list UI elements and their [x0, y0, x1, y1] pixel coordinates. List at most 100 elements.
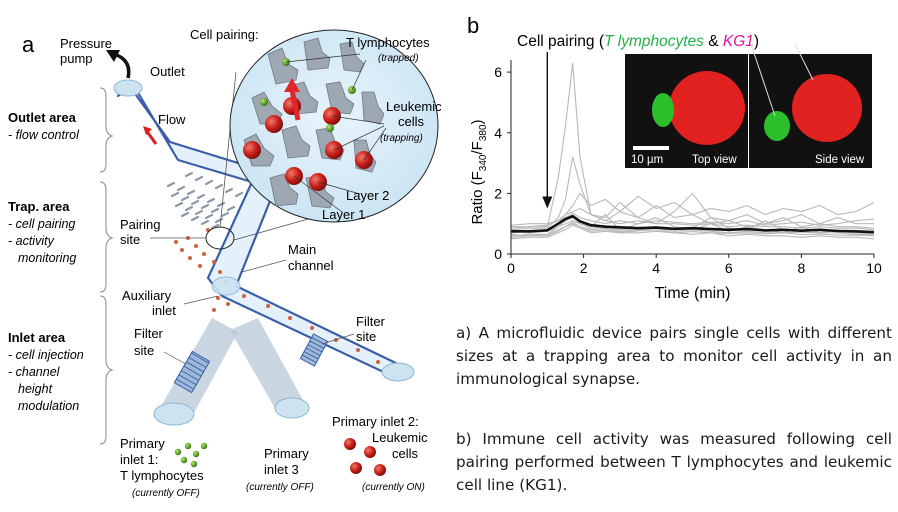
side-view-kg1-cell: [792, 74, 862, 142]
primary-inlet1-label: inlet 1:: [120, 452, 158, 467]
outlet-area-title: Outlet area: [8, 110, 77, 125]
y-tick-label: 4: [494, 125, 502, 141]
inlet-area-item: modulation: [18, 399, 79, 413]
zoom-flow-arrow: [289, 89, 301, 121]
auxiliary-inlet-label: inlet: [152, 303, 176, 318]
y-axis-label: Ratio (F340/F380): [469, 119, 489, 224]
filter-left: [173, 350, 211, 394]
primary-inlet2-label: Primary inlet 2:: [332, 414, 419, 429]
series-line: [510, 223, 875, 238]
filter-site-left-label: Filter: [134, 326, 164, 341]
zoom-flow-arrow-head: [284, 78, 300, 92]
pairing-arrow-head: [542, 196, 553, 209]
top-view-label: Top view: [692, 154, 737, 166]
device-diagram: a Outlet area - flow control Trap. area …: [8, 27, 442, 499]
caption-a: a) A microfluidic device pairs single ce…: [456, 324, 892, 388]
channel-cells: [174, 228, 380, 364]
outlet-area-item: - flow control: [8, 128, 80, 142]
series-line: [510, 224, 875, 240]
x-tick-label: 2: [580, 260, 588, 276]
series-line: [510, 213, 875, 237]
caption-b: b) Immune cell activity was measured fol…: [456, 430, 892, 494]
inlet1-cap: [153, 402, 195, 426]
layer2-label: Layer 2: [346, 188, 389, 203]
filter-right: [299, 333, 329, 367]
main-channel-label: channel: [288, 258, 334, 273]
flow-label: Flow: [158, 112, 186, 127]
inlet-area-item: height: [18, 382, 53, 396]
trap-pillars: [166, 171, 244, 230]
filter-site-right-label: site: [356, 329, 376, 344]
flow-arrow-head: [143, 126, 152, 135]
pressure-pump-label: Pressure: [60, 36, 112, 51]
inlet-area-title: Inlet area: [8, 330, 66, 345]
primary-inlet3-label: Primary: [264, 446, 309, 461]
inlet2-status: (currently ON): [362, 482, 425, 493]
cell-pairing-label: Cell pairing:: [190, 27, 259, 42]
inlet3-cap: [274, 397, 310, 419]
y-tick-label: 2: [494, 185, 502, 201]
primary-inlet3-label: inlet 3: [264, 462, 299, 477]
scale-bar: [633, 146, 669, 150]
inlet2-red-cells: [344, 438, 386, 476]
auxiliary-inlet-cap: [211, 276, 241, 296]
inlet-area-item: - channel: [8, 365, 61, 379]
leukemic-cells-label: Leukemic: [386, 99, 442, 114]
inlet1-status: (currently OFF): [132, 488, 200, 499]
inlet2-cap: [381, 362, 415, 382]
kg1-pointer: [794, 43, 814, 81]
panel-letter-a: a: [22, 32, 35, 57]
t-cell-pointer: [750, 43, 776, 117]
top-view-kg1-cell: [669, 71, 745, 145]
ratio-chart: b Ratio (F340/F380) Cell pairing (T lymp…: [467, 13, 882, 302]
trap-area-item: - activity: [8, 234, 55, 248]
primary-inlet1-label: T lymphocytes: [120, 468, 204, 483]
panel-letter-b: b: [467, 13, 479, 38]
auxiliary-inlet-label: Auxiliary: [122, 288, 172, 303]
pairing-site-label: Pairing: [120, 217, 160, 232]
x-tick-label: 8: [798, 260, 806, 276]
auxiliary-inlet-pointer: [183, 295, 219, 305]
zoom-line: [219, 71, 237, 228]
outlet-area-brace: [99, 87, 114, 173]
outlet-label: Outlet: [150, 64, 185, 79]
inset-images: 10 µm Top view Side view: [625, 43, 872, 168]
filter-site-left-label: site: [134, 343, 154, 358]
x-axis-label: Time (min): [655, 285, 731, 302]
series-line: [511, 192, 874, 228]
trap-area-brace: [99, 181, 114, 293]
trap-area-item: - cell pairing: [8, 217, 75, 231]
inlet3-status: (currently OFF): [246, 482, 314, 493]
side-view-t-cell: [764, 111, 790, 141]
trap-area-title: Trap. area: [8, 199, 70, 214]
primary-inlet2-label: Leukemic: [372, 430, 428, 445]
layer1-label: Layer 1: [322, 207, 365, 222]
side-view-label: Side view: [815, 154, 865, 166]
pressure-pump-label: pump: [60, 51, 93, 66]
trapped-label: (trapped): [378, 53, 419, 64]
x-tick-label: 10: [866, 260, 882, 276]
main-channel-pointer: [241, 259, 287, 273]
pump-arrow: [113, 52, 131, 79]
outlet-cap: [113, 79, 143, 97]
y-tick-label: 0: [494, 246, 502, 262]
trap-area-item: monitoring: [18, 251, 76, 265]
inlet3-tube: [230, 318, 304, 410]
mean-line: [511, 214, 875, 234]
t-lymphocytes-label: T lymphocytes: [346, 35, 430, 50]
filter-right-pointer: [321, 333, 355, 345]
filter-site-right-label: Filter: [356, 314, 386, 329]
series-line: [510, 212, 875, 226]
scale-bar-label: 10 µm: [631, 154, 663, 166]
primary-inlet2-label: cells: [392, 446, 419, 461]
series-line: [510, 156, 875, 231]
trapping-label: (trapping): [380, 133, 423, 144]
x-tick-label: 6: [725, 260, 733, 276]
main-channel-label: Main: [288, 242, 316, 257]
svg-text:Ratio (F340/F380): Ratio (F340/F380): [469, 119, 489, 224]
top-view-t-cell: [652, 93, 674, 127]
callout-lines: [285, 53, 387, 213]
inlet-area-item: - cell injection: [8, 348, 84, 362]
inlet-area-brace: [99, 295, 114, 445]
